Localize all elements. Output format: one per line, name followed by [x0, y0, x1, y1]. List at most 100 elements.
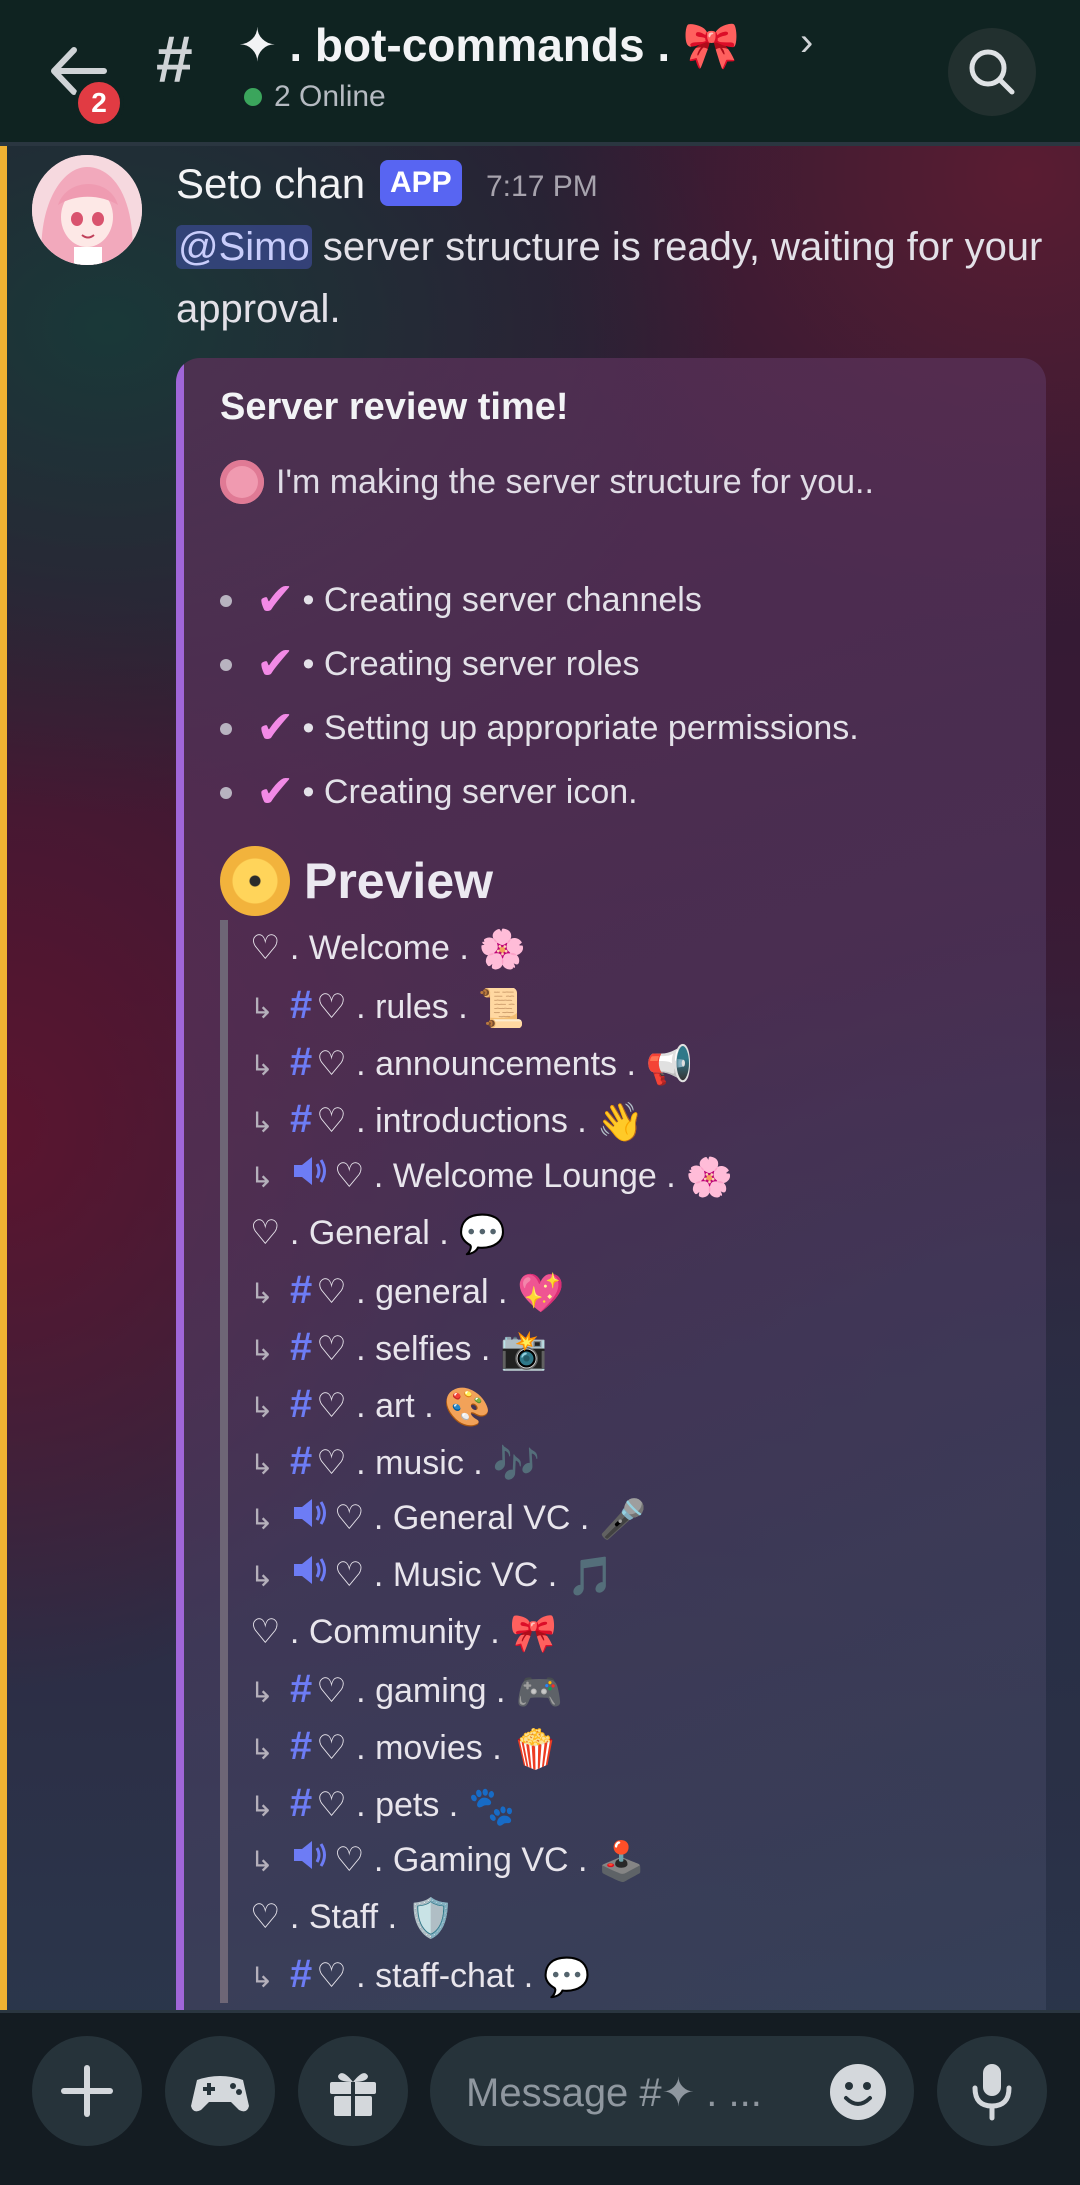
search-icon	[969, 49, 1015, 95]
text-channel-row: ↳#♡ . general .💖	[228, 1262, 1028, 1319]
row-label: ♡ . introductions .	[316, 1102, 587, 1140]
row-emoji: 💬	[458, 1213, 506, 1256]
category-row: ♡ . General .💬	[228, 1205, 1028, 1262]
row-label: ♡ . staff-chat .	[316, 1957, 534, 1995]
task-text: • Creating server icon.	[302, 773, 638, 811]
row-label: ♡ . Welcome Lounge .	[334, 1157, 676, 1195]
pink-check-icon: ✔	[256, 701, 295, 754]
sub-arrow-icon: ↳	[250, 1050, 274, 1081]
task-text: • Setting up appropriate permissions.	[302, 709, 859, 747]
channel-title[interactable]: ✦ . bot-commands . 🎀	[238, 19, 741, 71]
message-input-placeholder: Message #✦ . ...	[466, 2071, 762, 2115]
text-channel-row: ↳#♡ . movies .🍿	[228, 1718, 1028, 1775]
emoji-button[interactable]	[828, 2062, 888, 2122]
text-channel-hash-icon: #	[290, 1097, 313, 1141]
gamepad-icon	[191, 2076, 249, 2112]
row-label: ♡ . art .	[316, 1387, 434, 1425]
embed-accent-bar	[176, 358, 184, 2058]
search-button[interactable]	[948, 28, 1036, 116]
row-label: ♡ . music .	[316, 1444, 483, 1482]
sub-arrow-icon: ↳	[250, 1392, 274, 1423]
row-label: ♡ . pets .	[316, 1786, 459, 1824]
gift-button[interactable]	[298, 2036, 408, 2146]
channel-header: 2 # ✦ . bot-commands . 🎀 › 2 Online	[0, 0, 1080, 146]
row-label: ♡ . Welcome .	[250, 929, 469, 967]
text-channel-row: ↳#♡ . music .🎶	[228, 1433, 1028, 1490]
row-label: ♡ . rules .	[316, 988, 468, 1026]
message-content: @Simo server structure is ready, waiting…	[176, 216, 1056, 340]
task-text: • Creating server channels	[302, 581, 702, 619]
mention-highlight-bar	[0, 146, 7, 2012]
row-emoji: 🎀	[509, 1612, 557, 1655]
message-text: server structure is ready, waiting for y…	[176, 225, 1043, 331]
row-emoji: 🌸	[478, 928, 527, 971]
text-channel-hash-icon: #	[290, 1781, 313, 1825]
embed-card: Server review time! I'm making the serve…	[176, 358, 1046, 2058]
text-channel-hash-icon: #	[290, 1040, 313, 1084]
sub-arrow-icon: ↳	[250, 1677, 274, 1708]
text-channel-hash-icon: #	[290, 1952, 313, 1996]
text-channel-hash-icon: #	[290, 983, 313, 1027]
text-channel-hash-icon: #	[290, 1325, 313, 1369]
row-emoji: 📸	[500, 1329, 548, 1372]
gift-icon	[330, 2073, 376, 2116]
text-channel-row: ↳#♡ . art .🎨	[228, 1376, 1028, 1433]
sub-arrow-icon: ↳	[250, 1846, 274, 1877]
voice-channel-row: ↳♡ . Welcome Lounge .🌸	[228, 1148, 1028, 1205]
category-row: ♡ . Community .🎀	[228, 1604, 1028, 1661]
text-channel-row: ↳ #♡ . introductions .👋	[228, 1091, 1028, 1148]
chevron-right-icon[interactable]: ›	[800, 20, 814, 64]
row-emoji: 📢	[645, 1044, 694, 1087]
row-emoji: 🕹️	[597, 1840, 645, 1883]
voice-message-button[interactable]	[937, 2036, 1047, 2146]
bullet-icon	[220, 787, 232, 799]
message-author[interactable]: Seto chan	[176, 160, 366, 207]
speaker-icon	[290, 1549, 334, 1606]
bullet-icon	[220, 595, 232, 607]
sub-arrow-icon: ↳	[250, 1449, 274, 1480]
sub-arrow-icon: ↳	[250, 1962, 274, 1993]
category-row: ♡ . Welcome .🌸	[228, 920, 1028, 977]
row-label: ♡ . announcements .	[316, 1045, 636, 1083]
speaker-icon	[290, 1834, 334, 1891]
list-item: ✔• Creating server roles	[220, 632, 859, 696]
back-arrow-icon	[51, 47, 107, 95]
app-badge: APP	[380, 160, 462, 206]
row-label: ♡ . movies .	[316, 1729, 502, 1767]
back-button[interactable]	[44, 36, 114, 106]
category-row: ♡ . Staff .🛡️	[228, 1889, 1028, 1946]
voice-channel-row: ↳♡ . Music VC .🎵	[228, 1547, 1028, 1604]
microphone-icon	[972, 2064, 1012, 2121]
row-emoji: 📜	[477, 987, 525, 1030]
sub-arrow-icon: ↳	[250, 1335, 274, 1366]
text-channel-row: ↳ #♡ . announcements .📢	[228, 1034, 1028, 1091]
row-emoji: 🌸	[685, 1156, 734, 1199]
voice-channel-row: ↳♡ . General VC .🎤	[228, 1490, 1028, 1547]
add-attachment-button[interactable]	[32, 2036, 142, 2146]
text-channel-hash-icon: #	[290, 1667, 313, 1711]
notification-badge: 2	[74, 78, 124, 128]
pink-check-icon: ✔	[256, 765, 295, 818]
pink-check-icon: ✔	[256, 573, 295, 626]
speaker-icon	[290, 1150, 334, 1207]
pink-check-icon: ✔	[256, 637, 295, 690]
task-list: ✔• Creating server channels ✔• Creating …	[220, 568, 859, 824]
text-channel-hash-icon: #	[290, 1382, 313, 1426]
row-label: ♡ . Gaming VC .	[334, 1841, 588, 1879]
bullet-icon	[220, 723, 232, 735]
emoji-icon	[830, 2064, 886, 2120]
avatar[interactable]	[32, 155, 142, 265]
row-label: ♡ . selfies .	[316, 1330, 491, 1368]
user-mention[interactable]: @Simo	[176, 225, 312, 269]
sub-arrow-icon: ↳	[250, 1107, 274, 1138]
text-channel-hash-icon: #	[290, 1724, 313, 1768]
list-item: ✔• Creating server channels	[220, 568, 859, 632]
embed-subtitle: I'm making the server structure for you.…	[220, 460, 874, 506]
list-item: ✔• Setting up appropriate permissions.	[220, 696, 859, 760]
row-emoji: 🐾	[468, 1785, 516, 1828]
activities-button[interactable]	[165, 2036, 275, 2146]
channel-tree-preview: ♡ . Welcome .🌸↳#♡ . rules .📜↳#♡ . announ…	[220, 920, 1028, 2003]
bullet-icon	[220, 659, 232, 671]
row-emoji: 👋	[596, 1101, 645, 1144]
text-channel-hash-icon: #	[290, 1268, 313, 1312]
